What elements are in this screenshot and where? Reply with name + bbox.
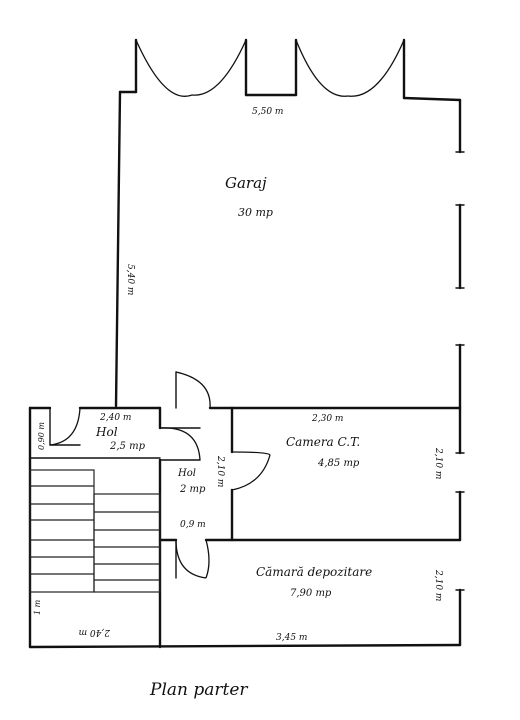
dim-stair-depth: 1 m (33, 599, 42, 615)
dim-garage-width: 5,50 m (252, 107, 283, 117)
garage-name: Garaj (225, 174, 267, 192)
boiler-name: Camera C.T. (286, 435, 360, 449)
hall2-area: 2 mp (179, 484, 206, 495)
lower-walls (28, 406, 465, 649)
boiler-area: 4,85 mp (317, 458, 360, 469)
hall2-name: Hol (177, 468, 196, 479)
dim-stair-width: 2,40 m (79, 627, 111, 637)
dim-storage-width: 3,45 m (276, 633, 307, 643)
storage-area: 7,90 mp (290, 588, 332, 599)
dim-hall2-width: 0,9 m (180, 520, 206, 530)
dim-boiler-width: 2,30 m (311, 414, 343, 424)
garage-area: 30 mp (238, 206, 273, 219)
dim-garage-depth: 5,40 m (125, 264, 135, 295)
plan-caption: Plan parter (149, 680, 248, 700)
dim-storage-depth: 2,10 m (433, 569, 443, 601)
storage-name: Cămară depozitare (256, 565, 372, 579)
hall1-area: 2,5 mp (109, 441, 146, 452)
dim-hall1-depth: 0,90 m (37, 422, 46, 450)
dim-boiler-depth: 2,10 m (433, 447, 443, 479)
garage-walls (114, 38, 465, 410)
dim-hall1-width: 2,40 m (99, 413, 131, 423)
interior-door-swings (49, 371, 271, 579)
dim-hall2-depth: 2,10 m (215, 455, 225, 487)
staircase (29, 469, 161, 600)
garage-door-swings (135, 39, 405, 97)
hall1-name: Hol (95, 425, 118, 439)
